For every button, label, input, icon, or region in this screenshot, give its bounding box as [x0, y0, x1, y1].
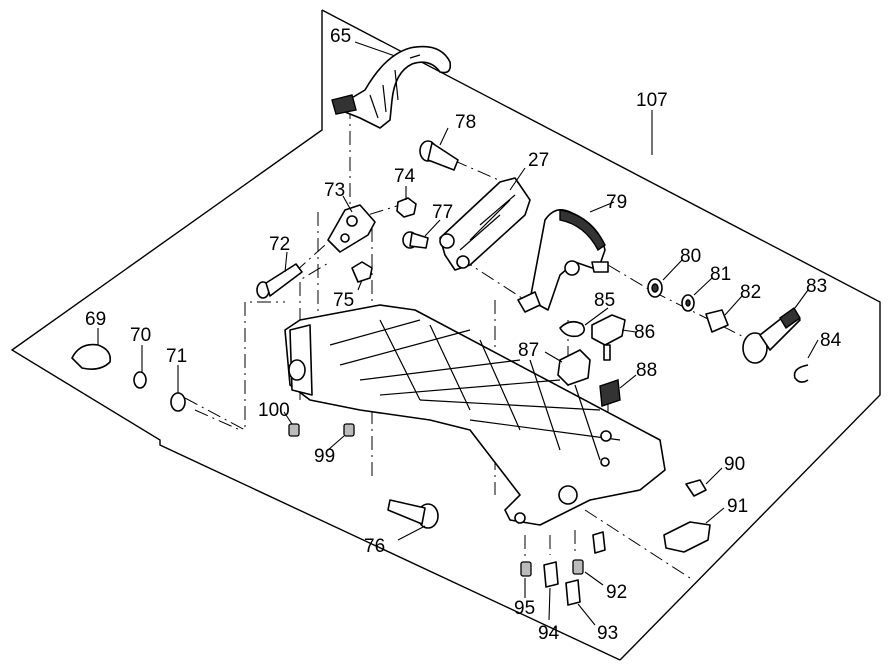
part-86-clamp — [591, 314, 626, 361]
part-70-washer — [133, 371, 147, 389]
callout-70: 70 — [130, 325, 151, 346]
assembly-label: 107 — [636, 90, 668, 111]
callout-72: 72 — [269, 234, 290, 255]
callout-85: 85 — [594, 290, 615, 311]
callout-82: 82 — [740, 282, 761, 303]
part-73-bracket — [327, 204, 376, 253]
callout-74: 74 — [394, 166, 416, 187]
part-84-retaining-ring — [793, 364, 809, 383]
part-71-washer — [170, 392, 186, 412]
callout-94: 94 — [538, 623, 560, 644]
part-78-bolt — [419, 140, 459, 171]
callout-69: 69 — [85, 309, 106, 330]
callout-83: 83 — [806, 276, 827, 297]
callout-79: 79 — [606, 192, 627, 213]
callout-90: 90 — [724, 454, 745, 475]
part-93-screw — [565, 579, 581, 606]
callout-labels: 65 78 27 73 74 77 79 72 80 81 82 83 75 8… — [85, 26, 842, 644]
part-69-knob — [71, 343, 112, 370]
part-92-screw — [572, 531, 606, 575]
callout-78: 78 — [455, 112, 476, 133]
part-88-spring — [599, 379, 621, 407]
part-83-lever — [742, 306, 801, 364]
assembly-107-callout: 107 — [636, 90, 668, 155]
part-85-spring — [559, 320, 586, 338]
part-72-shaft — [256, 263, 303, 299]
callout-73: 73 — [324, 180, 345, 201]
assembly-frame — [10, 9, 881, 661]
part-90-screw — [685, 479, 707, 497]
part-81-washer — [681, 294, 695, 312]
callout-71: 71 — [166, 346, 187, 367]
part-65-handle — [331, 45, 452, 129]
callout-93: 93 — [597, 623, 618, 644]
part-91-bracket — [663, 521, 711, 553]
callout-100: 100 — [258, 400, 290, 421]
callout-86: 86 — [634, 322, 655, 343]
callout-99: 99 — [314, 446, 335, 467]
callout-81: 81 — [710, 264, 731, 285]
part-77-pin — [402, 231, 429, 249]
callout-84: 84 — [820, 330, 842, 351]
part-100-set-screw — [288, 423, 300, 437]
part-99-set-screw — [343, 423, 355, 437]
callout-87: 87 — [518, 340, 539, 361]
part-75-pin — [351, 261, 373, 283]
callout-65: 65 — [330, 26, 351, 47]
part-79-sector-guide — [517, 209, 609, 313]
callout-27: 27 — [528, 150, 549, 171]
base-plate — [284, 304, 666, 526]
part-27-bracket — [439, 177, 531, 271]
callout-80: 80 — [680, 246, 701, 267]
callout-76: 76 — [364, 536, 385, 557]
part-74-nut — [396, 197, 417, 218]
part-95-set-screw — [520, 561, 532, 577]
callout-91: 91 — [727, 496, 748, 517]
part-82-collar — [705, 309, 729, 333]
part-76-bolt — [387, 499, 439, 529]
callout-77: 77 — [432, 202, 453, 223]
part-80-washer — [647, 278, 663, 298]
callout-75: 75 — [333, 290, 354, 311]
part-87-holder — [557, 349, 591, 386]
callout-95: 95 — [514, 598, 535, 619]
callout-92: 92 — [606, 582, 627, 603]
part-94-screw — [543, 561, 559, 588]
callout-88: 88 — [636, 360, 657, 381]
callout-leaders — [97, 41, 819, 626]
